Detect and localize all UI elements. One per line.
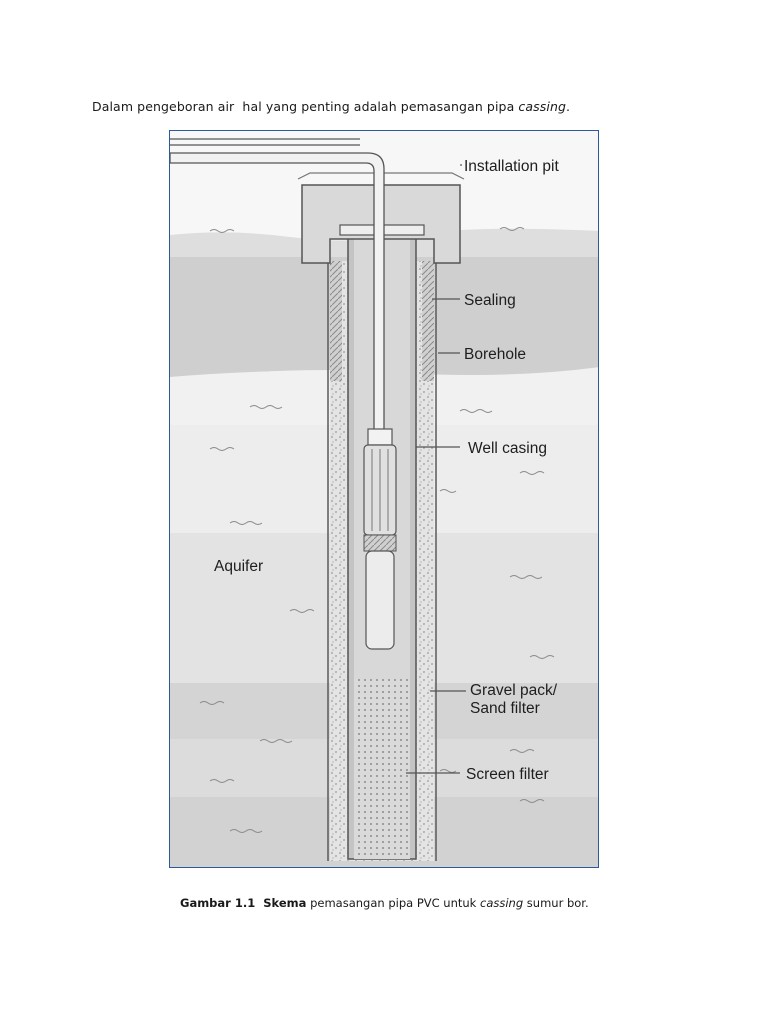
- caption-emphasis: cassing: [480, 895, 524, 910]
- caption-text-end: sumur bor.: [523, 895, 589, 910]
- intro-text: Dalam pengeboran air hal yang penting ad…: [92, 98, 519, 114]
- intro-paragraph: Dalam pengeboran air hal yang penting ad…: [92, 99, 570, 114]
- label-aquifer: Aquifer: [214, 558, 263, 575]
- screen-filter-section: [354, 679, 410, 859]
- intro-period: .: [566, 98, 571, 114]
- label-gravel-pack: Gravel pack/: [470, 682, 558, 699]
- figure-caption: Gambar 1.1 Skema pemasangan pipa PVC unt…: [180, 896, 600, 910]
- label-screen-filter: Screen filter: [466, 766, 549, 783]
- caption-figure-number: Gambar 1.1: [180, 895, 256, 910]
- intro-emphasis: cassing: [518, 98, 567, 114]
- leader-lines: [406, 164, 466, 774]
- caption-bold-word: Skema: [263, 895, 307, 910]
- well-schematic: Installation pit Sealing Borehole Well c…: [170, 131, 598, 867]
- caption-text: pemasangan pipa PVC untuk: [306, 895, 480, 910]
- label-installation-pit: Installation pit: [464, 158, 559, 175]
- label-sand-filter: Sand filter: [470, 700, 540, 717]
- label-well-casing: Well casing: [468, 440, 547, 457]
- well-casing-figure: Installation pit Sealing Borehole Well c…: [169, 130, 599, 868]
- label-borehole: Borehole: [464, 346, 526, 363]
- label-sealing: Sealing: [464, 292, 516, 309]
- sealing-right: [422, 261, 434, 381]
- sealing-left: [330, 261, 342, 381]
- submersible-pump: [363, 428, 397, 650]
